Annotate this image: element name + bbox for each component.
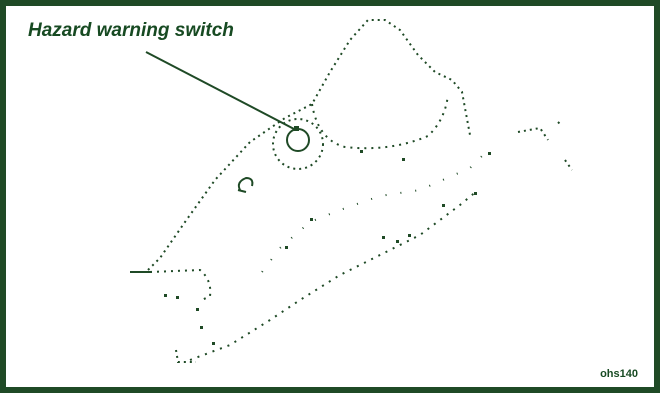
hazard-switch-highlight [272, 118, 324, 170]
steering-stalk [517, 121, 573, 171]
lower-dash-line [189, 189, 479, 361]
hazard-switch-marker [294, 126, 299, 131]
instrument-binnacle [311, 94, 449, 150]
lower-bracket [175, 349, 196, 363]
vent-control [237, 176, 254, 193]
leader-line [145, 51, 297, 131]
fascia-line [261, 147, 491, 273]
hazard-switch-label: Hazard warning switch [28, 20, 234, 41]
figure-code: ohs140 [600, 368, 638, 380]
hazard-switch [286, 128, 310, 152]
glovebox-outline [149, 268, 212, 301]
detail-dots [164, 150, 491, 345]
